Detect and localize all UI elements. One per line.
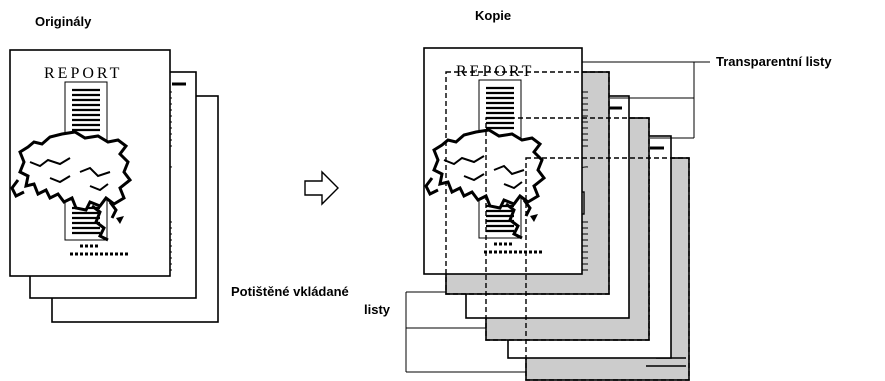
printed-inserts-label-line1: Potištěné vkládané xyxy=(231,284,349,299)
printed-inserts-label-line2: listy xyxy=(364,302,391,317)
original-report-title: REPORT xyxy=(44,65,122,82)
transparent-sheets-callout xyxy=(582,61,710,139)
copies-label: Kopie xyxy=(475,8,511,23)
right-arrow-outline-icon xyxy=(304,170,339,206)
original-cover-page: REPORT xyxy=(9,49,171,277)
transparent-sheets-label: Transparentní listy xyxy=(716,54,832,69)
originals-label: Originály xyxy=(35,14,92,29)
copy-stack: REPORT xyxy=(423,47,690,381)
transparent-sheet-outlines xyxy=(445,71,690,381)
copy-cover-page: REPORT xyxy=(423,47,583,275)
copy-report-title: REPORT xyxy=(456,63,534,80)
printed-inserts-callout xyxy=(405,291,526,373)
original-stack: REPORT xyxy=(9,49,219,323)
